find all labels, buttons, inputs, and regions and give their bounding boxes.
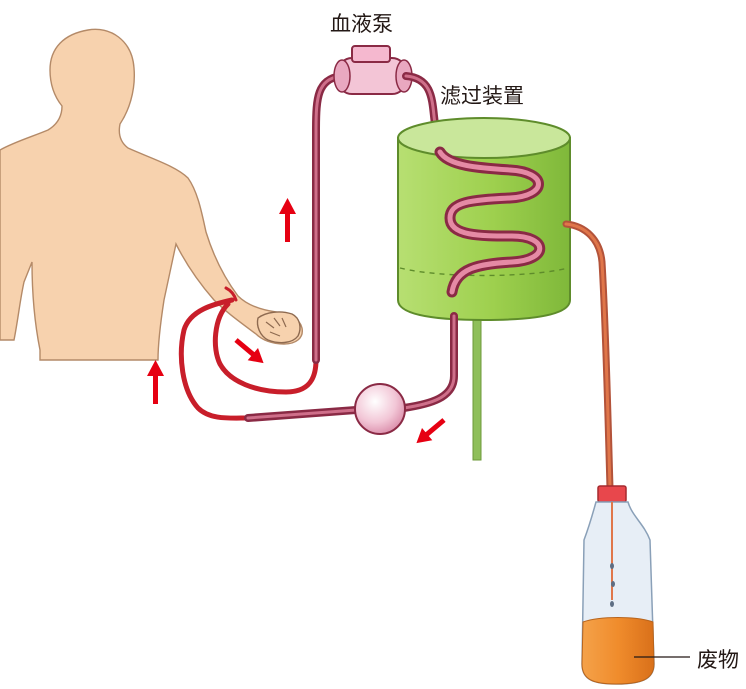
blood-pump [334,46,412,94]
filter-device [398,118,570,320]
up-arrow [147,360,164,404]
waste-bottle [582,486,654,684]
human-body [0,29,302,360]
waste-tube [566,224,610,488]
bubble-trap [355,384,405,434]
hand [257,312,300,343]
filter-stand [473,300,481,460]
down-left-arrow [411,414,449,449]
waste-label: 废物 [697,644,739,674]
tube-to-pump [316,76,340,360]
up-arrow [279,198,296,242]
filter-device-label: 滤过装置 [440,80,524,110]
blood-pump-label: 血液泵 [330,8,393,38]
